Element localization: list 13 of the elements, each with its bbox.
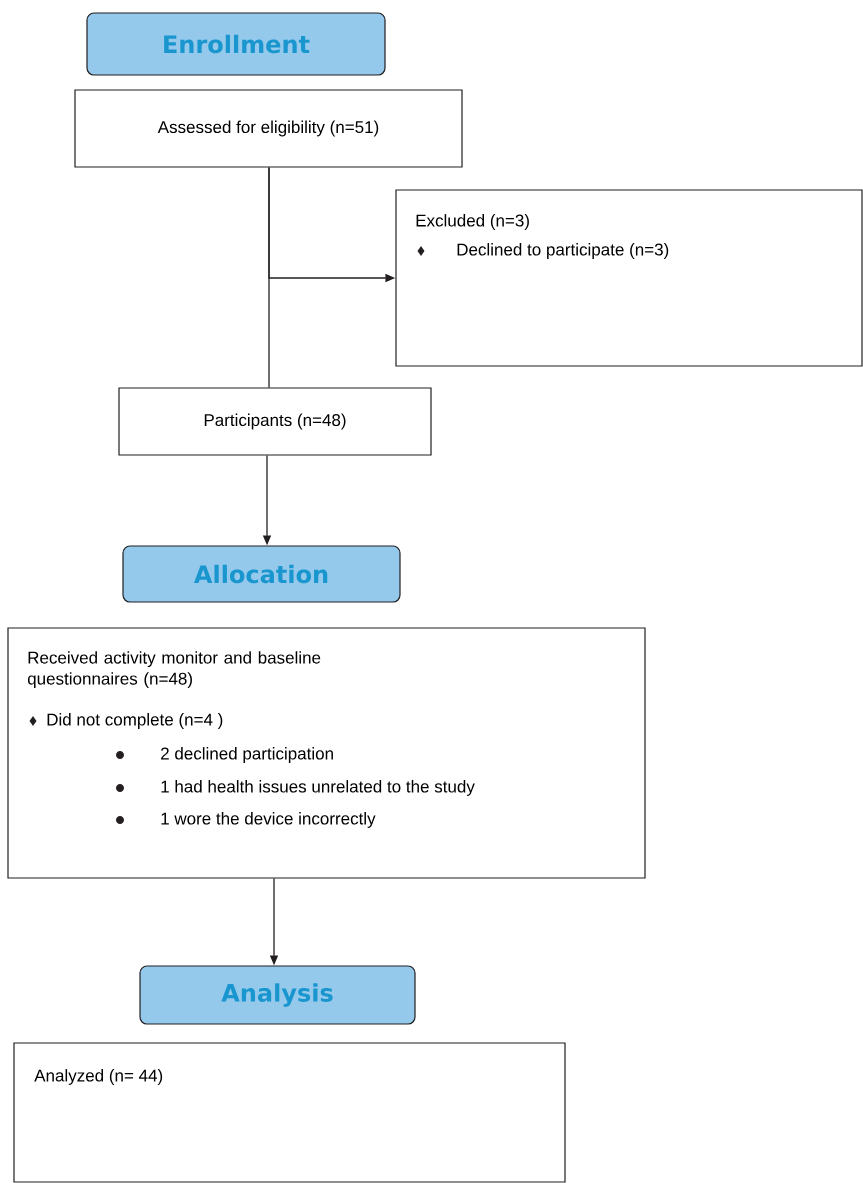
process-box: Received activity monitor and baseline questionnaires (n=48) Did not complete (n=4 ) 2 declined participation 1 had health issues unrelated to the study 1 wore the device incorrectly (7, 627, 646, 879)
node-label: Received activity monitor and baseline questionnaires (n=48) (27, 651, 321, 689)
stage-banner: Enrollment (86, 12, 386, 76)
stage-banner: Analysis (139, 965, 416, 1025)
process-box: Excluded (n=3) Declined to participate (n=3) (395, 189, 863, 367)
process-box: Participants (n=48) (118, 387, 432, 456)
node-label: 1 had health issues unrelated to the study (161, 780, 475, 796)
process-box: Assessed for eligibility (n=51) (74, 89, 463, 168)
stage-banner: Allocation (122, 545, 401, 603)
node-label: 1 wore the device incorrectly (161, 812, 376, 828)
node-label: Did not complete (n=4 ) (47, 713, 223, 729)
node-label: 2 declined participation (161, 747, 333, 763)
process-box: Analyzed (n= 44) (13, 1042, 566, 1183)
